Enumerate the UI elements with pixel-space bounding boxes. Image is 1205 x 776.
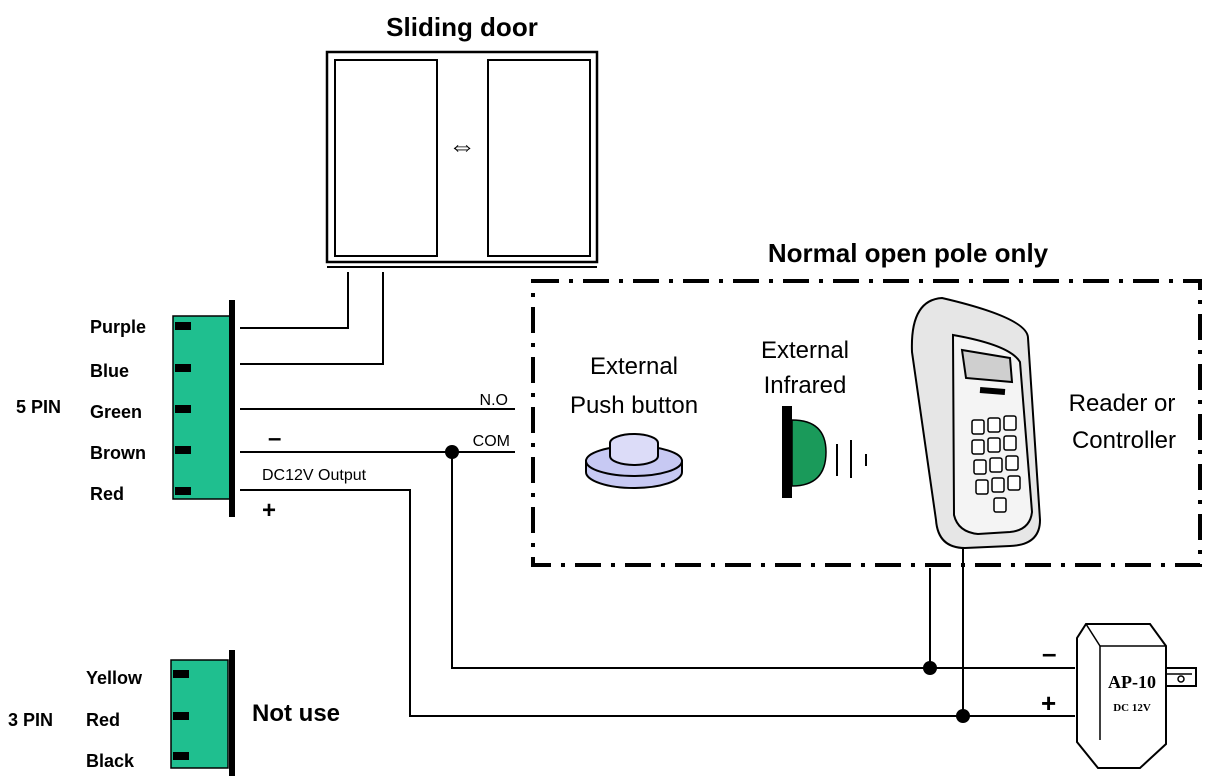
wire-label-green: Green [90, 402, 142, 422]
door-arrow-icon: ⇔ [448, 130, 476, 161]
zone-title: Normal open pole only [768, 238, 1049, 268]
normal-open-zone [531, 279, 1202, 567]
wire-label-yellow: Yellow [86, 668, 143, 688]
door-wires [240, 272, 384, 365]
sliding-door [325, 50, 599, 268]
reader-label-line1: Reader or [1069, 390, 1176, 417]
reader-controller-icon [910, 296, 1042, 550]
reader-label-line2: Controller [1072, 427, 1176, 454]
infrared-sensor-icon [782, 406, 867, 498]
wire-label-black: Black [86, 751, 135, 771]
no-label: N.O [480, 392, 508, 409]
wire-label-blue: Blue [90, 361, 129, 381]
ir-label-line2: Infrared [764, 372, 847, 399]
not-use-label: Not use [252, 700, 340, 727]
wire-label-red: Red [90, 484, 124, 504]
adapter-minus-label: – [1042, 638, 1056, 668]
pin3-label: 3 PIN [8, 710, 53, 730]
push-button-icon [585, 433, 683, 489]
control-wires [240, 408, 1075, 717]
terminal-5pin [172, 300, 235, 517]
com-label: COM [473, 433, 510, 450]
wire-label-purple: Purple [90, 317, 146, 337]
wire-label-red-3pin: Red [86, 710, 120, 730]
dc-output-label: DC12V Output [262, 467, 367, 484]
push-label-line2: Push button [570, 392, 698, 419]
terminal-3pin [170, 650, 235, 776]
wire-junctions [445, 445, 970, 723]
wire-label-brown: Brown [90, 443, 146, 463]
pin5-label: 5 PIN [16, 397, 61, 417]
push-label-line1: External [590, 353, 678, 380]
adapter-plus-label: + [1041, 688, 1056, 718]
door-title: Sliding door [386, 12, 538, 42]
adapter-rating: DC 12V [1113, 702, 1151, 714]
minus-label: – [268, 425, 281, 452]
adapter-model: AP-10 [1108, 672, 1156, 692]
plus-label: + [262, 497, 276, 524]
ir-label-line1: External [761, 337, 849, 364]
power-adapter-icon [1076, 623, 1197, 769]
